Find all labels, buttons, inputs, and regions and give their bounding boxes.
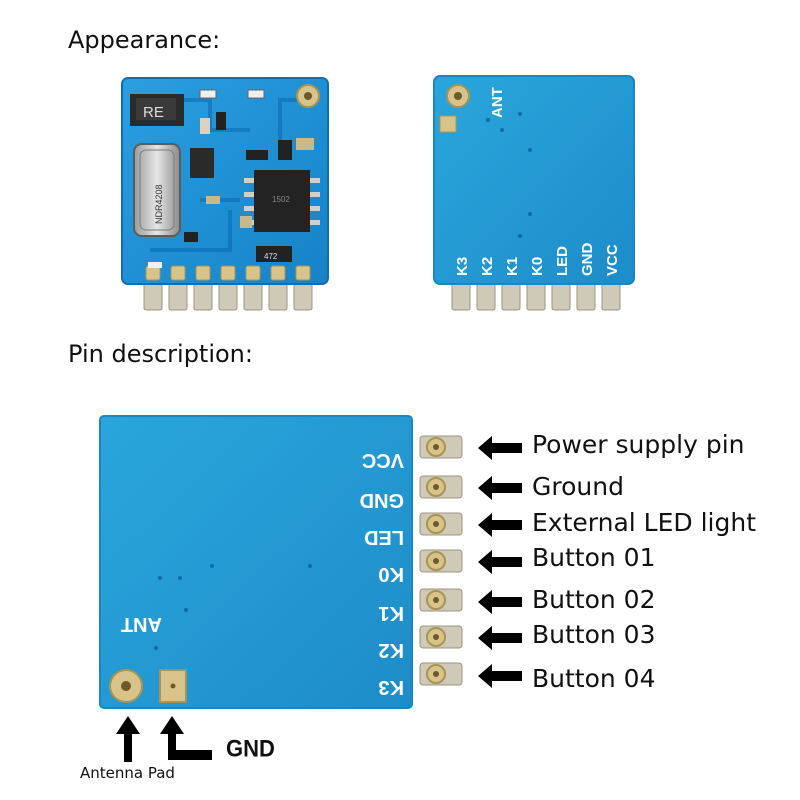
crystal-marking: NDR4208 — [154, 184, 164, 224]
pin-desc-gnd: Ground — [532, 472, 624, 501]
front-crystal: NDR4208 — [133, 143, 181, 237]
pin-board-labels: VCC GND LED K0 K1 K2 K3 — [360, 449, 404, 698]
front-transistor: RE — [130, 94, 184, 126]
back-pin-label-gnd: GND — [579, 243, 596, 277]
pin-desc-vcc: Power supply pin — [532, 430, 745, 459]
pin-label-led: LED — [364, 526, 404, 548]
pin-label-k0: K0 — [378, 563, 404, 585]
pin-desc-k3: Button 04 — [532, 664, 656, 693]
back-board-pins — [451, 281, 621, 311]
back-pin-label-k1: K1 — [504, 257, 521, 276]
pin-description-heading: Pin description: — [68, 340, 253, 368]
back-pin-label-k2: K2 — [479, 257, 496, 276]
gnd-pad — [159, 669, 187, 703]
resistor-marking: 472 — [264, 252, 278, 261]
back-ant-label: ANT — [489, 87, 506, 118]
gnd-callout-label: GND — [226, 734, 275, 763]
chip-marking: RE — [143, 104, 164, 121]
appearance-heading: Appearance: — [68, 26, 221, 54]
pin-label-k3: K3 — [378, 676, 404, 698]
pin-board-ant-label: ANT — [121, 613, 162, 635]
pin-label-gnd: GND — [360, 489, 404, 511]
pin-label-k2: K2 — [378, 639, 404, 661]
pin-arrow-led — [478, 513, 522, 537]
front-small-components: 472 — [148, 89, 314, 268]
gnd-arrow — [160, 716, 212, 760]
pin-arrow-vcc — [478, 436, 522, 460]
antenna-pad-callout-label: Antenna Pad — [80, 764, 175, 782]
back-board: ANT K3 K2 K1 K0 LED GND VCC — [433, 75, 635, 311]
pin-desc-led: External LED light — [532, 508, 756, 537]
pin-desc-k1: Button 02 — [532, 585, 656, 614]
back-pin-label-led: LED — [554, 246, 571, 276]
back-pin-label-vcc: VCC — [604, 244, 621, 276]
pin-description-board: VCC GND LED K0 K1 K2 K3 ANT — [99, 415, 463, 709]
pin-desc-k2: Button 03 — [532, 620, 656, 649]
pin-label-k1: K1 — [378, 602, 404, 624]
front-board-pins — [143, 281, 313, 311]
ic-marking: 1502 — [272, 195, 290, 204]
pin-arrow-k2 — [478, 626, 522, 650]
back-pin-labels: K3 K2 K1 K0 LED GND VCC — [454, 243, 621, 277]
pin-arrow-k1 — [478, 590, 522, 614]
pin-arrow-gnd — [478, 476, 522, 500]
back-pin-label-k0: K0 — [529, 257, 546, 276]
front-main-ic: 1502 — [244, 170, 320, 232]
pin-arrow-k3 — [478, 664, 522, 688]
pin-label-vcc: VCC — [362, 449, 404, 471]
antenna-arrow — [116, 716, 140, 762]
pin-desc-k0: Button 01 — [532, 543, 656, 572]
pin-arrow-k0 — [478, 550, 522, 574]
back-pin-label-k3: K3 — [454, 257, 471, 276]
front-board: RE NDR4208 1502 — [121, 77, 329, 311]
